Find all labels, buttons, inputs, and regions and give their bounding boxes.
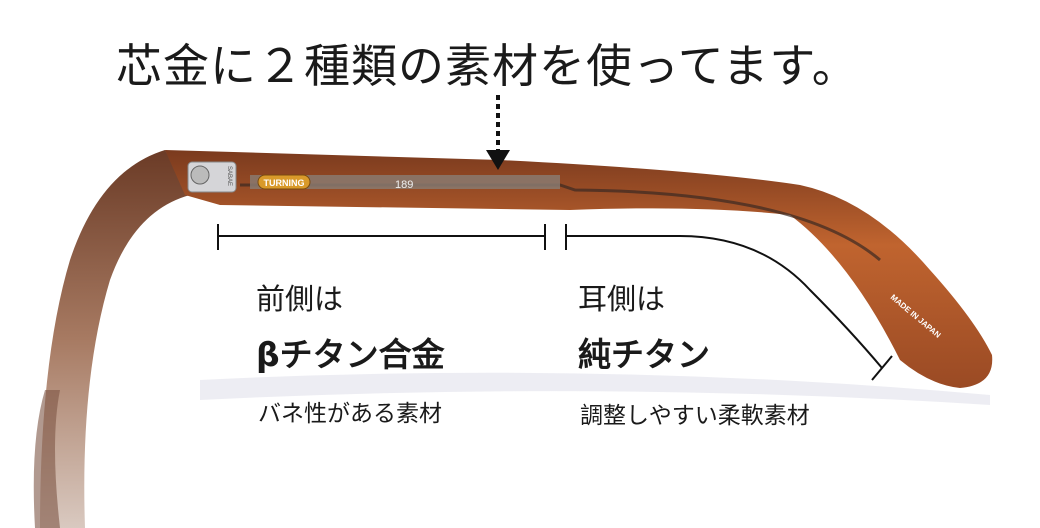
arrow-down-icon	[486, 150, 510, 170]
headline: 芯金に２種類の素材を使ってます。	[116, 39, 859, 93]
logo-text: TURNING	[264, 178, 305, 188]
front-material: βチタン合金	[256, 335, 445, 374]
front-description: バネ性がある素材	[258, 401, 442, 427]
hinge-text: SABAE	[226, 166, 232, 186]
ear-bracket	[565, 224, 893, 381]
model-text: 189	[395, 179, 413, 191]
ear-material: 純チタン	[578, 335, 710, 374]
temple	[165, 150, 993, 388]
front-bracket	[217, 224, 546, 250]
front-label: 前側は	[256, 282, 344, 316]
ear-label: 耳側は	[578, 282, 666, 316]
ear-description: 調整しやすい柔軟素材	[580, 403, 810, 429]
